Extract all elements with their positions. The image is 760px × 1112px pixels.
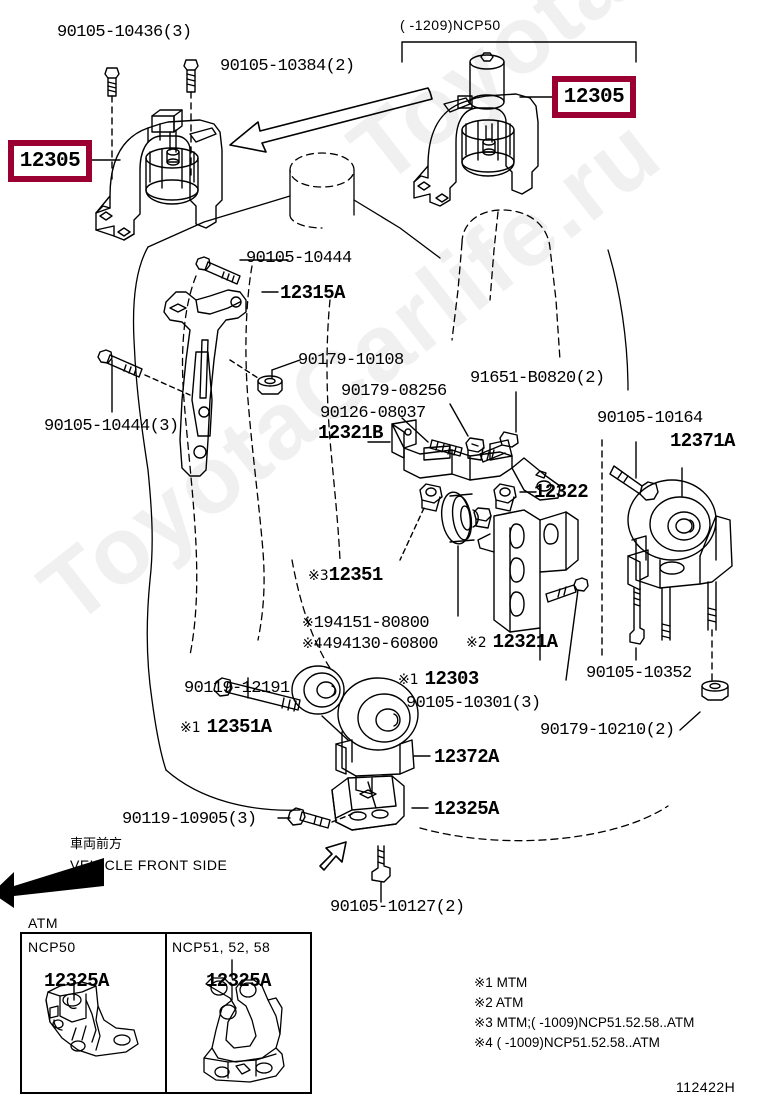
inset-panel-part-ncp51: 12325A bbox=[206, 970, 271, 992]
mark-4: ※4 bbox=[302, 636, 323, 652]
inset-ncp50-drawing bbox=[45, 981, 139, 1057]
callout-12351A: ※1 12351A bbox=[180, 716, 272, 738]
callout-194151-text: 194151-80800 bbox=[313, 614, 430, 633]
mark-3: ※3 bbox=[308, 568, 329, 584]
part-12322-nut bbox=[493, 483, 517, 512]
callout-90105-10352: 90105-10352 bbox=[586, 664, 692, 683]
inset-ncp51-drawing bbox=[203, 977, 285, 1083]
callout-12351: ※312351 bbox=[308, 566, 383, 585]
bolt-90126-08037 bbox=[429, 439, 463, 457]
bolt-90105-10127 bbox=[371, 845, 391, 883]
leader-08256 bbox=[449, 403, 469, 437]
part-left-engine-mount bbox=[95, 109, 223, 241]
leader-12351A bbox=[321, 715, 349, 741]
part-12315A-bracket bbox=[163, 289, 247, 477]
leader-10108 bbox=[271, 359, 301, 379]
note-4: ※4 ( -1009)NCP51.52.58..ATM bbox=[474, 1035, 660, 1050]
part-90179-10108-washer bbox=[257, 375, 283, 395]
vehicle-front-arrow bbox=[0, 858, 104, 908]
callout-90105-10444-3: 90105-10444(3) bbox=[44, 417, 179, 436]
mark-blank: ※ bbox=[302, 615, 314, 631]
callout-12325A: 12325A bbox=[434, 798, 499, 820]
leader-10301 bbox=[565, 589, 579, 681]
group-bracket bbox=[401, 41, 637, 63]
callout-90179-10108: 90179-10108 bbox=[298, 351, 404, 370]
note-3: ※3 MTM;( -1009)NCP51.52.58..ATM bbox=[474, 1015, 695, 1030]
callout-12372A: 12372A bbox=[434, 746, 499, 768]
transfer-arrow-left bbox=[229, 87, 433, 153]
callout-90105-10444: 90105-10444 bbox=[246, 249, 352, 268]
part-12351-bushing bbox=[440, 491, 479, 545]
figure-code: 112422H bbox=[676, 1079, 736, 1095]
leader-10210 bbox=[679, 711, 701, 731]
nut-left-small bbox=[419, 483, 443, 512]
inset-divider bbox=[165, 932, 167, 1094]
bolt-91651-B0820 bbox=[479, 431, 519, 463]
vehicle-front-english: VEHICLE FRONT SIDE bbox=[70, 857, 228, 873]
bolt-90105-10164 bbox=[609, 465, 659, 501]
callout-494130-60800: ※4494130-60800 bbox=[302, 636, 438, 653]
part-12351A-bushing bbox=[291, 665, 345, 715]
callout-12321A-text: 12321A bbox=[492, 631, 558, 653]
bolt-90105-10436 bbox=[104, 67, 120, 97]
leader-08037 bbox=[401, 417, 429, 443]
mark-2: ※2 bbox=[466, 635, 487, 651]
highlight-box-12305-left[interactable]: 12305 bbox=[8, 140, 92, 182]
note-1: ※1 MTM bbox=[474, 975, 528, 990]
mark-1: ※1 bbox=[180, 720, 201, 736]
callout-90105-10436: 90105-10436(3) bbox=[57, 23, 192, 42]
callout-90126-08037: 90126-08037 bbox=[320, 404, 426, 423]
highlight-box-12305-right[interactable]: 12305 bbox=[552, 76, 636, 118]
part-right-engine-mount bbox=[413, 52, 539, 207]
bolt-90105-10384 bbox=[183, 59, 199, 93]
inset-panel-model-ncp50: NCP50 bbox=[28, 939, 76, 955]
callout-91651-B0820: 91651-B0820(2) bbox=[470, 369, 605, 388]
callout-90105-10301: 90105-10301(3) bbox=[406, 694, 541, 713]
part-12321A-bracket bbox=[477, 509, 579, 649]
callout-12351A-text: 12351A bbox=[206, 716, 272, 738]
part-90179-10210-nut bbox=[701, 680, 729, 701]
highlight-label: 12305 bbox=[563, 85, 625, 109]
callout-90105-10164: 90105-10164 bbox=[597, 409, 703, 428]
callout-12303: ※1 12303 bbox=[398, 670, 479, 689]
callout-12303-text: 12303 bbox=[424, 668, 480, 690]
callout-12321B: 12321B bbox=[318, 422, 383, 444]
callout-194151-80800: ※194151-80800 bbox=[302, 614, 430, 633]
mark-1: ※1 bbox=[398, 672, 419, 688]
callout-12322: 12322 bbox=[534, 481, 589, 503]
highlight-label: 12305 bbox=[19, 149, 81, 173]
inset-group-label: ATM bbox=[28, 915, 59, 931]
part-12371A-mount bbox=[627, 479, 733, 591]
vehicle-front-japanese: 車両前方 bbox=[70, 837, 123, 852]
bolts-under-12371A bbox=[629, 581, 717, 645]
inset-panel-part-ncp50: 12325A bbox=[44, 970, 109, 992]
callout-494130-text: 494130-60800 bbox=[322, 635, 439, 654]
bolt-90105-10444-upper bbox=[195, 256, 241, 285]
callout-90105-10384: 90105-10384(2) bbox=[220, 57, 355, 76]
group-bracket-label: ( -1209)NCP50 bbox=[400, 17, 501, 33]
engine-block-outline bbox=[132, 152, 669, 842]
inset-panel-model-ncp51: NCP51, 52, 58 bbox=[172, 939, 271, 955]
note-2: ※2 ATM bbox=[474, 995, 524, 1010]
callout-12351-text: 12351 bbox=[328, 564, 384, 586]
bolt-90105-10444-lower bbox=[97, 349, 143, 378]
callout-12315A: 12315A bbox=[280, 282, 345, 304]
callout-12371A: 12371A bbox=[670, 430, 735, 452]
callout-90179-10210: 90179-10210(2) bbox=[540, 721, 675, 740]
part-12325A-bracket bbox=[331, 775, 405, 831]
callout-90105-10127: 90105-10127(2) bbox=[330, 898, 465, 917]
part-90179-08256-nut bbox=[465, 437, 485, 461]
bolt-12351-side bbox=[473, 507, 492, 529]
bolt-90119-10905 bbox=[287, 807, 331, 829]
assembly-arrow-up bbox=[319, 841, 347, 871]
callout-90179-08256: 90179-08256 bbox=[341, 382, 447, 401]
part-12372A-mount bbox=[335, 677, 419, 795]
callout-12321A: ※2 12321A bbox=[466, 631, 558, 653]
callout-90119-12191: 90119-12191 bbox=[184, 679, 290, 698]
bolt-90105-10301 bbox=[545, 577, 589, 603]
callout-90119-10905: 90119-10905(3) bbox=[122, 810, 257, 829]
